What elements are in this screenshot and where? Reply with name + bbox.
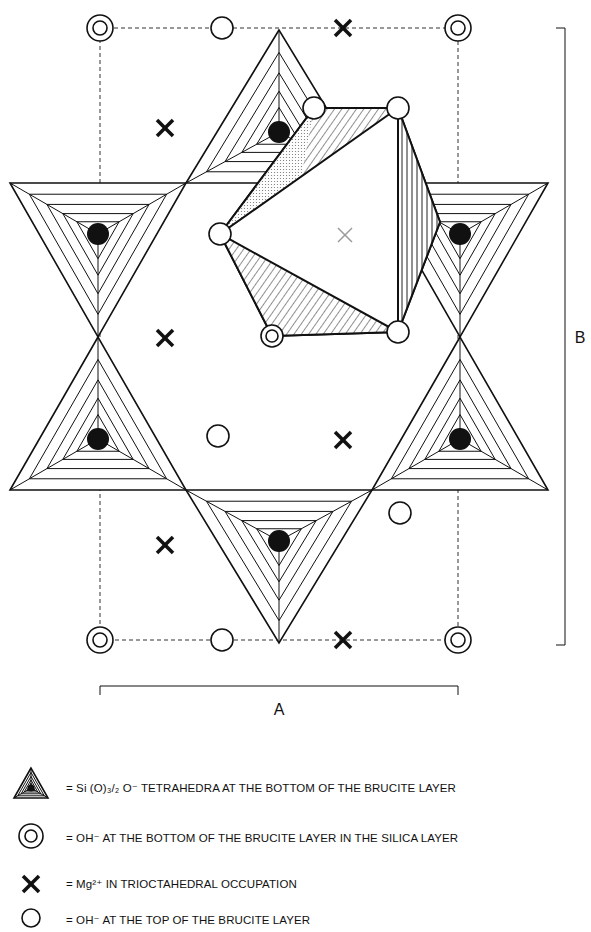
- tetra-edge: [279, 30, 280, 132]
- tetra-outline: [14, 768, 48, 798]
- dimension-label: A: [274, 701, 285, 719]
- mg-cross: [157, 120, 173, 136]
- si-atom: [449, 428, 471, 450]
- mg-cross: [335, 632, 351, 648]
- tetra-outline: [186, 490, 372, 643]
- tetra-edge: [10, 439, 98, 490]
- mg-cross: [335, 632, 351, 648]
- tetra-edge: [98, 337, 99, 439]
- tetra-edge: [279, 490, 372, 541]
- mg-cross: [157, 537, 173, 553]
- dimension-label: B: [575, 329, 586, 347]
- oh-top: [207, 17, 411, 651]
- tetra-outline: [10, 337, 186, 490]
- legend-text: = Si (O)₃/₂ O⁻ TETRAHEDRA AT THE BOTTOM …: [66, 781, 456, 795]
- tetra-edge: [460, 337, 461, 439]
- si-atom: [87, 428, 109, 450]
- mg-cross: [335, 432, 351, 448]
- tetra-outline: [372, 337, 548, 490]
- tetra-edge: [460, 183, 548, 234]
- mg-cross: [335, 20, 351, 36]
- oh-bottom: [87, 15, 471, 653]
- si-atom: [87, 223, 109, 245]
- octahedron: [220, 108, 440, 336]
- si-atom: [268, 530, 290, 552]
- si-atom: [268, 121, 290, 143]
- tetra-edge: [460, 234, 461, 337]
- tetra-edge: [98, 234, 99, 337]
- si-atom: [449, 223, 471, 245]
- tetra-edge: [460, 439, 548, 490]
- mg-cross: [157, 330, 173, 346]
- mg-cross: [335, 20, 351, 36]
- tetra-edge: [10, 183, 98, 234]
- tetra-edge: [98, 439, 186, 490]
- legend-text: = Mg²⁺ IN TRIOCTAHEDRAL OCCUPATION: [66, 877, 297, 891]
- tetrahedra: [10, 30, 548, 643]
- tetra-edge: [98, 183, 186, 234]
- legend-text: = OH⁻ AT THE TOP OF THE BRUCITE LAYER: [66, 913, 310, 927]
- tetra-edge: [279, 541, 280, 643]
- mg-cross: [157, 330, 173, 346]
- unit-cell: [100, 28, 458, 640]
- tetra-edge: [372, 439, 460, 490]
- legend-symbols: [14, 768, 48, 927]
- mg-cross: [335, 432, 351, 448]
- tetra-outline: [10, 183, 186, 337]
- dimension-brackets: [100, 28, 565, 695]
- tetra-edge: [186, 490, 279, 541]
- si-atom: [28, 785, 35, 792]
- mg-sites: [157, 20, 351, 648]
- mg-cross: [157, 537, 173, 553]
- mg-cross: [157, 120, 173, 136]
- legend-text: = OH⁻ AT THE BOTTOM OF THE BRUCITE LAYER…: [66, 831, 458, 845]
